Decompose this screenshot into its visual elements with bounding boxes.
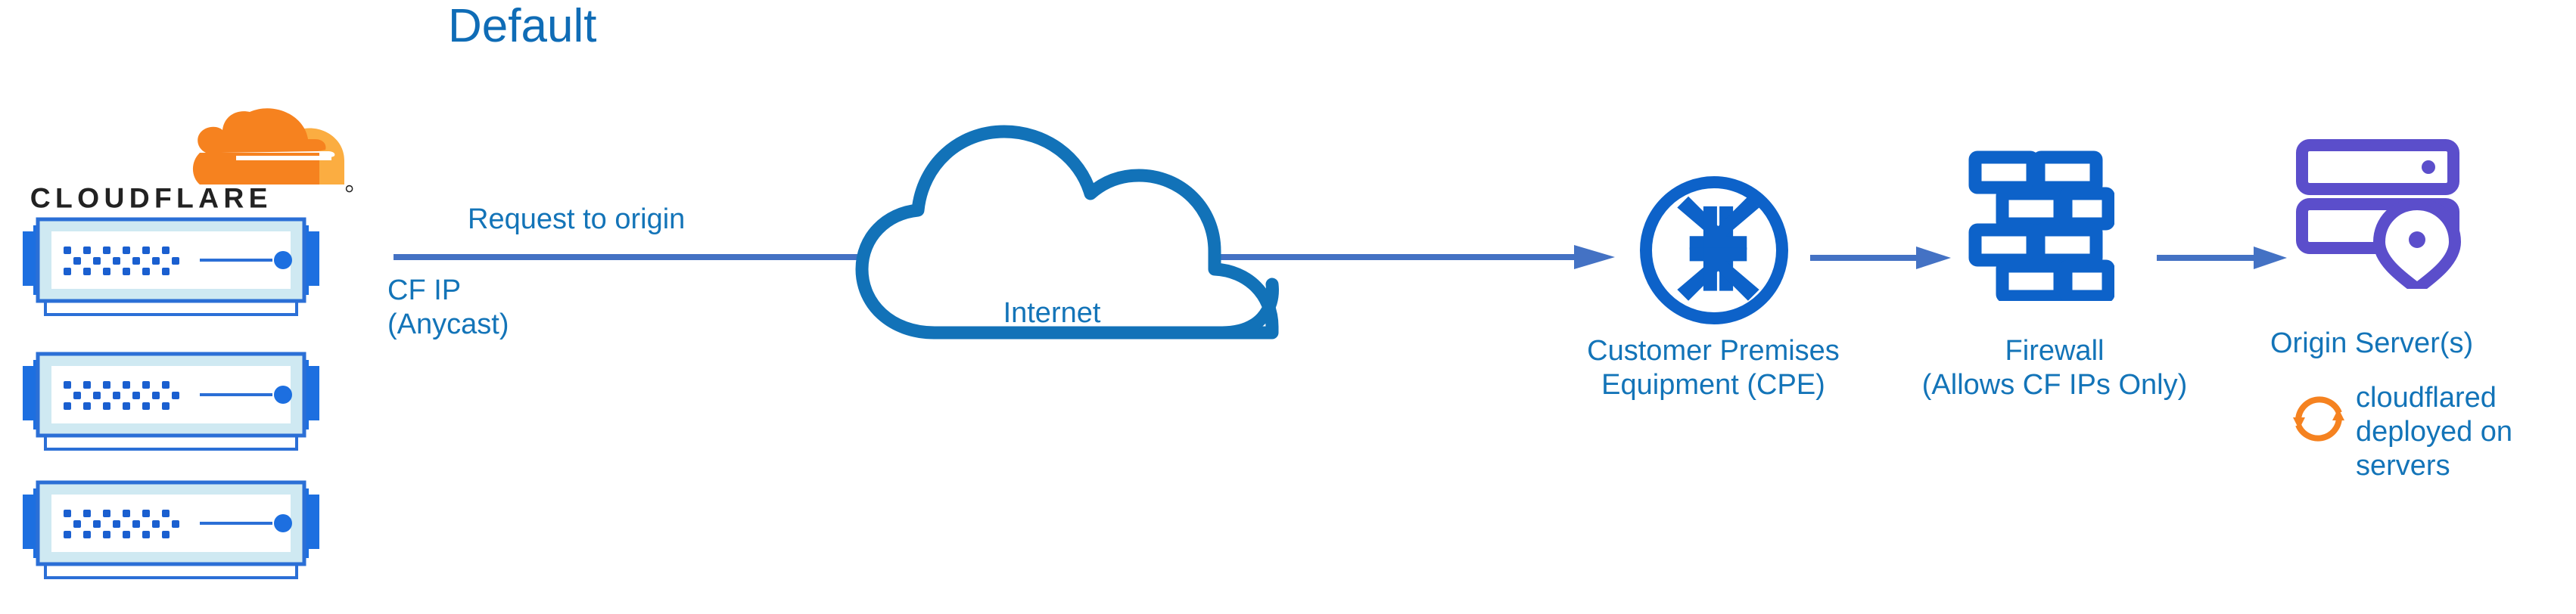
sync-arrows-icon [2293,396,2344,442]
cloudflared-label: cloudflared deployed on servers [2356,382,2513,482]
page-title: Default [448,0,597,52]
firewall-label: Firewall (Allows CF IPs Only) [1921,335,2188,401]
server-unit-3 [23,480,319,579]
internet-label: Internet [1003,297,1101,329]
brick-wall-icon [1968,150,2114,301]
cloudflare-logo: CLOUDFLARE [23,106,363,227]
cloud-icon [855,125,1279,340]
arrow-firewall-to-origin [2157,247,2287,269]
cloudflare-wordmark: CLOUDFLARE [30,181,353,213]
server-rack-pin-icon [2296,139,2461,289]
server-unit-1 [23,217,319,316]
router-icon [1640,176,1788,324]
request-to-origin-label: Request to origin [468,203,686,235]
cf-ip-anycast-label: CF IP (Anycast) [387,274,509,340]
server-unit-2 [23,352,319,451]
cloudflare-cloud-mark [192,108,344,185]
cpe-label: Customer Premises Equipment (CPE) [1587,335,1840,401]
arrow-cpe-to-firewall [1810,247,1951,269]
svg-text:CLOUDFLARE: CLOUDFLARE [30,181,272,213]
origin-server-label: Origin Server(s) [2270,327,2474,359]
